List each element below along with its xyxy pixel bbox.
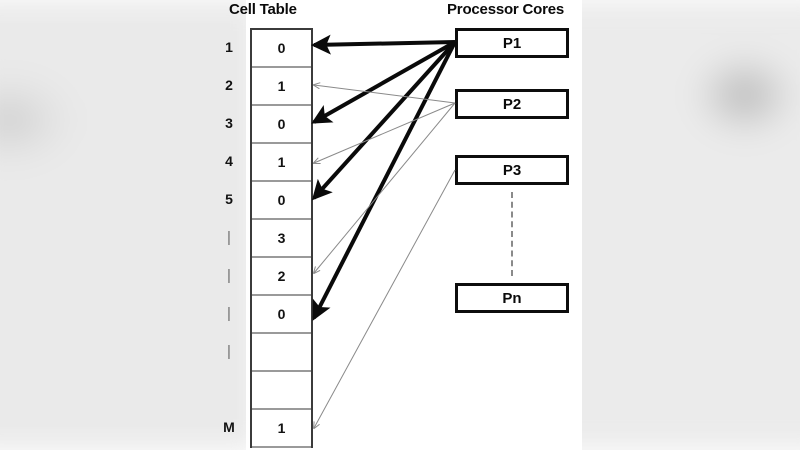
processor-core-p2[interactable]: P2	[455, 89, 569, 119]
processor-core-pn[interactable]: Pn	[455, 283, 569, 313]
cell-table-row: 0	[252, 296, 311, 334]
cell-table-row: 2	[252, 258, 311, 296]
cell-table-row: 1	[252, 144, 311, 182]
processor-core-label: P3	[502, 161, 522, 179]
cell-table-row	[252, 334, 311, 372]
cell-table-row: 3	[252, 220, 311, 258]
processor-core-label: P1	[502, 34, 522, 52]
processor-core-label: Pn	[502, 289, 522, 307]
blurred-right-backdrop	[540, 0, 800, 450]
cell-table: 0 1 0 1 0 3 2 0 1	[250, 28, 313, 448]
cell-value: 2	[277, 268, 286, 284]
cell-table-row: 0	[252, 30, 311, 68]
cell-table-title: Cell Table	[229, 1, 297, 18]
cell-table-row: 0	[252, 182, 311, 220]
cell-row-index: |	[227, 229, 231, 246]
blurred-left-backdrop	[0, 0, 260, 450]
cell-value: 0	[277, 116, 286, 132]
cell-value: 1	[277, 420, 286, 436]
cell-value: 3	[277, 230, 286, 246]
cell-value: 1	[277, 78, 286, 94]
cell-row-index: 1	[225, 39, 233, 55]
cell-row-index: |	[227, 305, 231, 322]
cell-value: 0	[277, 306, 286, 322]
processor-cores-title: Processor Cores	[447, 1, 565, 18]
processor-ellipsis-icon	[511, 192, 513, 276]
processor-core-label: P2	[502, 95, 522, 113]
cell-row-index: 3	[225, 115, 233, 131]
cell-value: 1	[277, 154, 286, 170]
cell-table-row: 0	[252, 106, 311, 144]
cell-table-row: 1	[252, 410, 311, 448]
cell-row-index: |	[227, 267, 231, 284]
cell-table-row	[252, 372, 311, 410]
processor-core-p1[interactable]: P1	[455, 28, 569, 58]
cell-value: 0	[277, 192, 286, 208]
processor-core-p3[interactable]: P3	[455, 155, 569, 185]
cell-row-index: 5	[225, 191, 233, 207]
cell-row-index: 2	[225, 77, 233, 93]
cell-row-index: M	[223, 419, 235, 435]
cell-row-index: |	[227, 343, 231, 360]
cell-value: 0	[277, 40, 286, 56]
cell-table-row: 1	[252, 68, 311, 106]
cell-row-index: 4	[225, 153, 233, 169]
